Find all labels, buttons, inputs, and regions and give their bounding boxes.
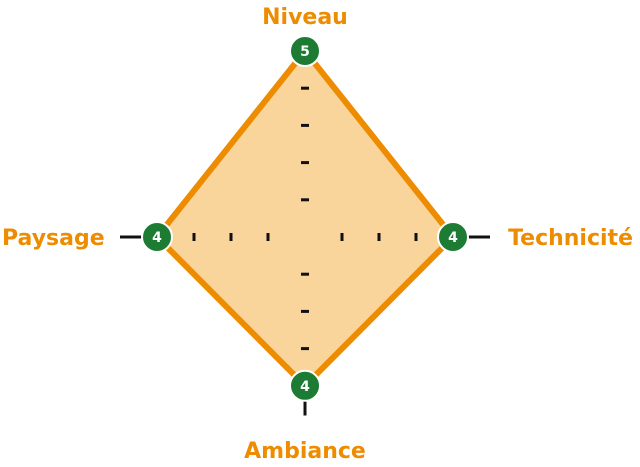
axis-label: Paysage (2, 226, 105, 251)
value-label: 5 (300, 44, 310, 60)
value-marker-dot (437, 221, 469, 253)
axis-label: Niveau (262, 5, 348, 30)
value-marker: 5 (289, 35, 321, 67)
value-marker-dot (141, 221, 173, 253)
value-label: 4 (152, 230, 162, 246)
value-markers: 5 4 4 4 (141, 35, 469, 402)
value-marker: 4 (437, 221, 469, 253)
value-marker-dot (289, 35, 321, 67)
value-label: 4 (300, 379, 310, 395)
value-label: 4 (448, 230, 458, 246)
axis-label: Technicité (508, 226, 633, 251)
value-marker-dot (289, 369, 321, 402)
value-marker: 4 (289, 369, 321, 402)
axis-label: Ambiance (244, 439, 366, 464)
value-marker: 4 (141, 221, 173, 253)
radar-area (152, 46, 458, 391)
